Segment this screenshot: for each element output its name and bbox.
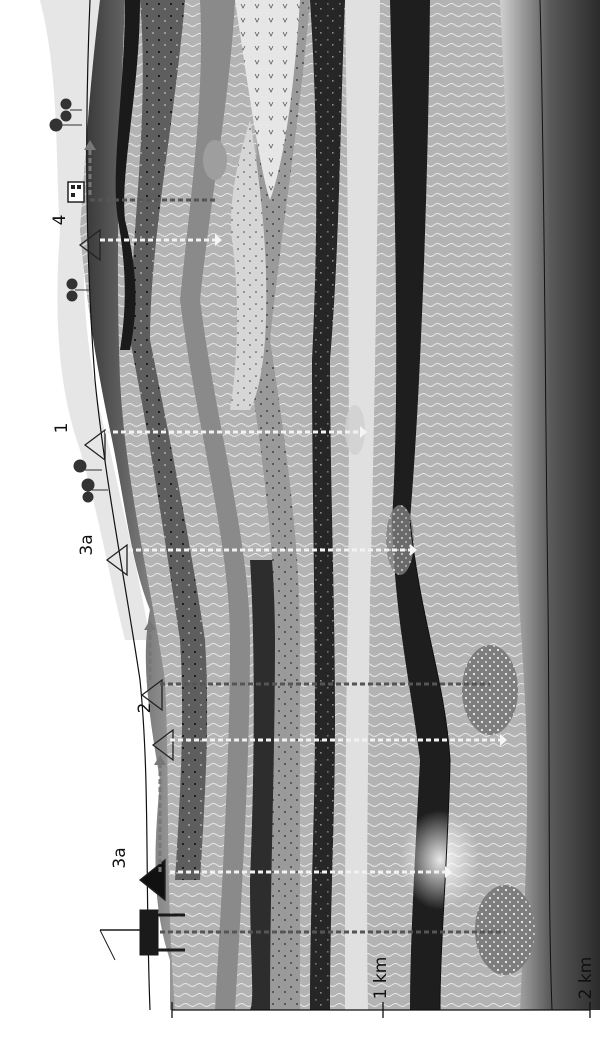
facility-icon	[68, 182, 84, 202]
site-label-3a-bottom: 3a	[110, 847, 130, 868]
site-label-4: 4	[50, 215, 70, 226]
site-label-1: 1	[52, 423, 72, 434]
depth-label-2km: 2 km	[576, 957, 596, 1000]
site-label-3a-top: 3a	[77, 534, 97, 555]
site-label-2: 2	[135, 703, 155, 714]
depth-label-1km: 1 km	[371, 957, 391, 1000]
